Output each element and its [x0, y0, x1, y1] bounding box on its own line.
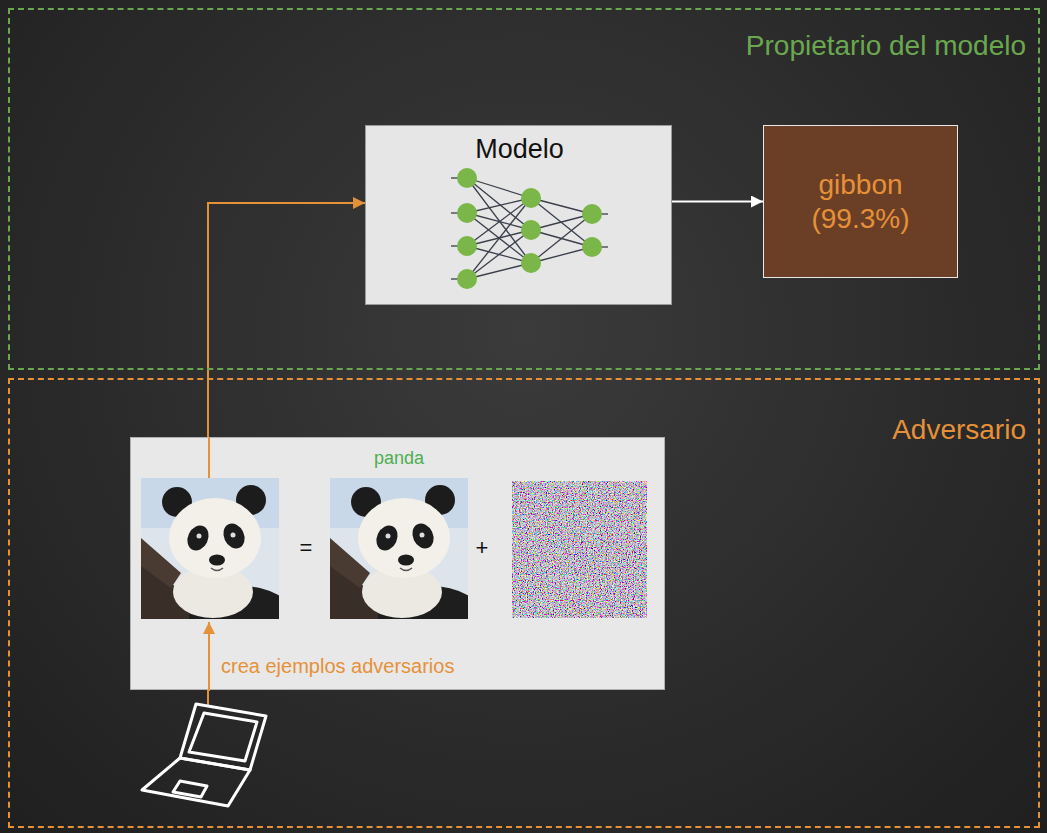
region-label: Adversario — [892, 414, 1026, 446]
flow-arrow — [208, 203, 365, 437]
step-label: crea ejemplos adversarios — [221, 655, 454, 678]
flow-arrow — [672, 201, 763, 203]
laptop-icon — [142, 704, 266, 806]
adversary-region: Adversario — [8, 378, 1040, 828]
equals-sign: = — [300, 535, 313, 561]
prediction-label: gibbon (99.3%) — [786, 168, 936, 235]
model-title: Modelo — [475, 134, 564, 165]
prediction-box: gibbon (99.3%) — [763, 125, 958, 278]
region-label: Propietario del modelo — [746, 30, 1026, 62]
adversarial-example-illustration — [131, 438, 666, 691]
laptop-lead — [207, 690, 209, 705]
owner-region: Propietario del modelo Modelo gibbon (99.… — [8, 8, 1040, 370]
plus-sign: + — [476, 535, 489, 561]
model-box: Modelo — [365, 125, 672, 305]
adversary-panel: panda = + crea ejemplos adversarios — [130, 437, 665, 690]
class-label: panda — [374, 448, 424, 469]
